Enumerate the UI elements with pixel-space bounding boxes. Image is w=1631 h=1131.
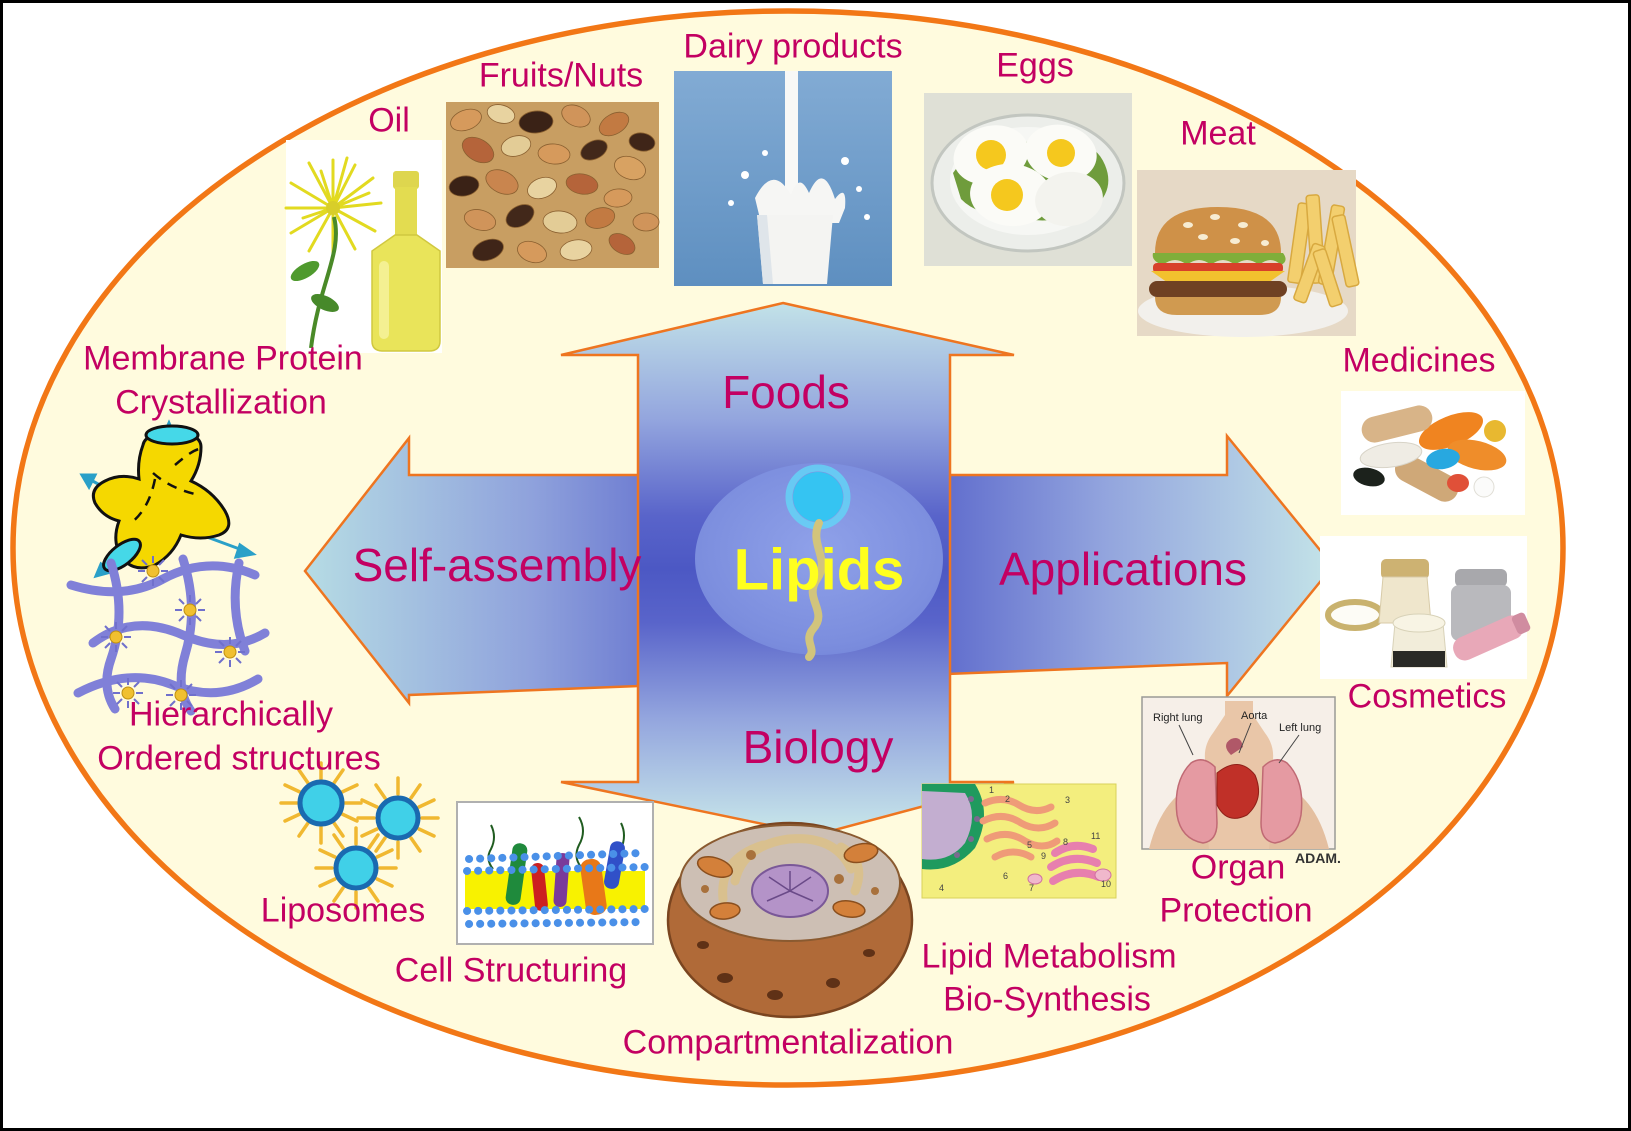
eggs-image — [924, 93, 1132, 266]
svg-text:1: 1 — [989, 785, 994, 795]
oil-image — [284, 140, 442, 353]
label-compartmentalization: Compartmentalization — [622, 1023, 954, 1062]
micelles — [101, 556, 245, 710]
medicines-image — [1341, 391, 1525, 515]
organ-aorta-label: Aorta — [1241, 710, 1268, 722]
hierarchical-structures-icon — [66, 554, 270, 716]
label-oil: Oil — [368, 101, 410, 140]
organ-right-lung-label: Right lung — [1153, 712, 1203, 724]
golgi-number-callouts: 1 2 3 4 5 6 7 8 9 10 11 — [939, 785, 1111, 893]
diagram-canvas: Right lung Aorta Left lung ADAM. 1 2 3 4 — [10, 8, 1566, 1088]
liposomes-icon — [279, 761, 440, 910]
arrow-label-biology: Biology — [742, 721, 894, 773]
svg-text:4: 4 — [939, 883, 944, 893]
organ-protection-image: Right lung Aorta Left lung ADAM. — [1141, 696, 1341, 866]
center-lipids-label: Lipids — [733, 537, 905, 603]
svg-text:11: 11 — [1091, 831, 1100, 841]
svg-text:8: 8 — [1063, 837, 1068, 847]
adam-watermark: ADAM. — [1295, 850, 1341, 866]
arrow-label-foods: Foods — [722, 366, 850, 418]
label-protection: Protection — [1159, 891, 1313, 930]
label-eggs: Eggs — [996, 46, 1074, 85]
label-liposomes: Liposomes — [260, 891, 426, 930]
svg-text:3: 3 — [1065, 795, 1070, 805]
label-meat: Meat — [1180, 114, 1256, 153]
label-crystallization: Crystallization — [115, 383, 327, 422]
svg-text:9: 9 — [1041, 851, 1046, 861]
fries — [1287, 194, 1360, 308]
lipid-molecule-icon — [785, 464, 851, 661]
membrane-image — [456, 801, 654, 945]
svg-text:7: 7 — [1029, 883, 1034, 893]
label-cosmetics: Cosmetics — [1347, 677, 1507, 716]
meat-image — [1137, 170, 1360, 337]
label-fruits-nuts: Fruits/Nuts — [478, 56, 644, 95]
label-membrane-protein: Membrane Protein — [83, 339, 363, 378]
organ-left-lung-label: Left lung — [1279, 722, 1321, 734]
cell-image — [666, 821, 914, 1019]
svg-text:10: 10 — [1101, 879, 1111, 889]
fruits-nuts-image — [446, 102, 660, 268]
arrow-label-self-assembly: Self-assembly — [352, 539, 642, 591]
dairy-image — [674, 71, 892, 286]
label-hierarchically: Hierarchically — [128, 695, 334, 734]
label-lipid-metabolism: Lipid Metabolism — [921, 937, 1177, 976]
burger — [1149, 207, 1287, 315]
label-cell-structuring: Cell Structuring — [394, 951, 628, 990]
svg-text:6: 6 — [1003, 871, 1008, 881]
lipid-metabolism-image: 1 2 3 4 5 6 7 8 9 10 11 — [921, 783, 1117, 899]
label-organ: Organ — [1190, 848, 1286, 887]
label-ordered-structures: Ordered structures — [97, 739, 381, 778]
arrow-label-applications: Applications — [998, 543, 1248, 595]
svg-text:2: 2 — [1005, 794, 1010, 804]
svg-text:5: 5 — [1027, 840, 1032, 850]
cosmetics-image — [1320, 536, 1531, 679]
label-dairy: Dairy products — [683, 27, 903, 66]
label-medicines: Medicines — [1342, 341, 1496, 380]
label-bio-synthesis: Bio-Synthesis — [943, 980, 1151, 1019]
